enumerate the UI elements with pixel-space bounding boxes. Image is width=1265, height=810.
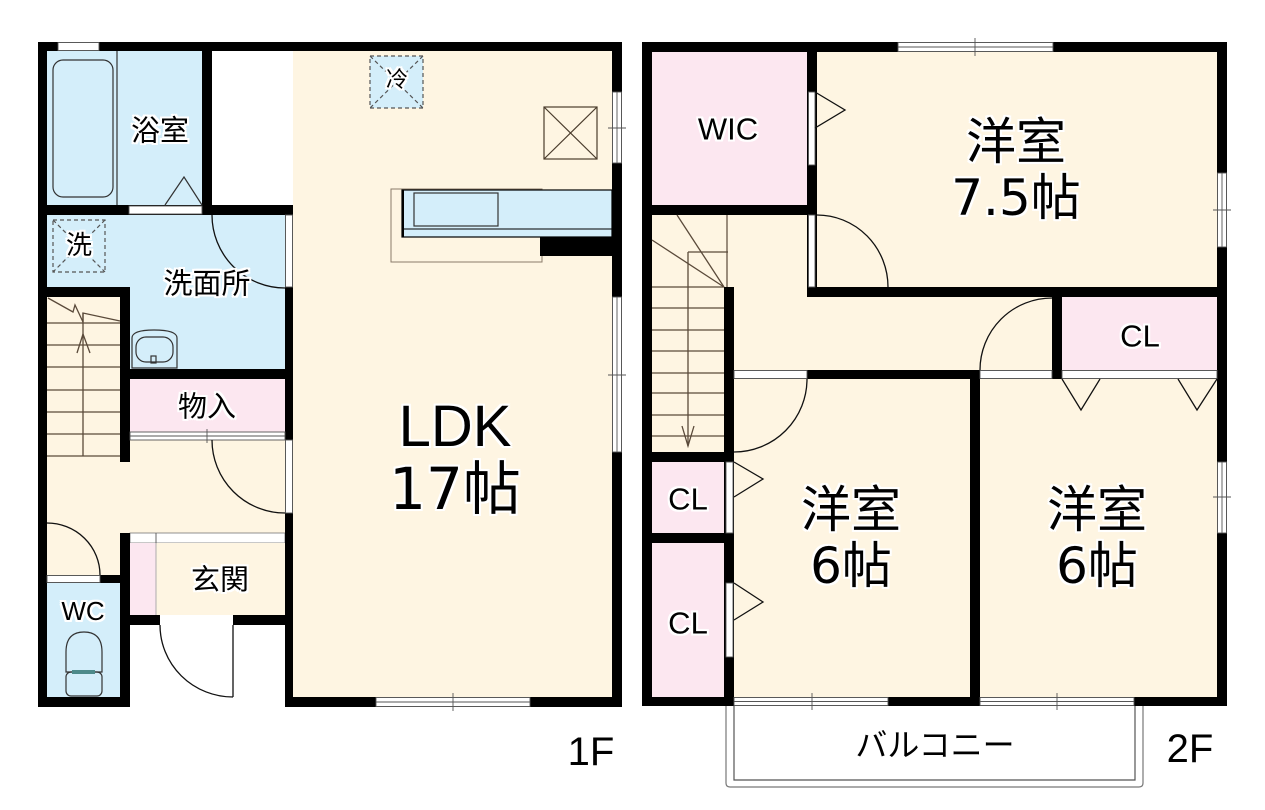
walls-2f [642, 42, 1227, 706]
room-label-washer: 洗 [65, 231, 93, 261]
entrance-step [129, 532, 286, 544]
closet-west-upper-door-opening [725, 461, 734, 534]
kitchen-wall-block [540, 237, 622, 256]
room-southwest-door-opening [733, 370, 808, 379]
room-north-window-top [897, 38, 1054, 56]
room-southeast-door-swing [979, 297, 1053, 371]
stairs-2f-icon [651, 214, 728, 449]
room-north-window-east [1213, 172, 1231, 248]
room-label-washroom: 洗面所 [163, 266, 251, 301]
bathtub-icon [52, 59, 114, 198]
pantry-box-icon [543, 106, 598, 160]
ldk-door-opening [285, 439, 293, 514]
ldk-name: LDK [398, 394, 512, 459]
room-label-western-room-north: 洋室 7.5帖 [951, 114, 1081, 226]
western-room-north-name: 洋室 [966, 113, 1066, 171]
stairs-1f-icon [47, 297, 121, 457]
ldk-floor [293, 51, 612, 697]
ldk-window-east-2 [608, 296, 626, 453]
kitchen-counter-icon [390, 188, 622, 263]
room-label-entrance: 玄関 [190, 562, 250, 597]
western-room-southwest-floor [734, 379, 970, 697]
closet-west-lower-floor [652, 543, 724, 697]
fridge-space-icon [369, 55, 424, 109]
room-label-western-room-southwest: 洋室 6帖 [801, 482, 901, 594]
hallway-1f-floor-west [47, 533, 120, 575]
wc-door-swing [46, 522, 101, 576]
bath-window [57, 42, 100, 51]
room-southeast-window-south [979, 693, 1135, 710]
balcony-outline [725, 706, 1144, 788]
room-north-door-swing [816, 214, 889, 288]
room-southeast-window-east [1213, 461, 1231, 534]
closet-west-upper-floor [652, 462, 724, 533]
bath-door-icon [164, 175, 203, 206]
room-southwest-window-south [733, 693, 889, 710]
arrow-up-icon [76, 331, 91, 354]
room-label-wic: WIC [697, 111, 759, 147]
western-room-north-size: 7.5帖 [951, 169, 1081, 227]
washroom-door-opening [285, 214, 293, 288]
western-room-southwest-size: 6帖 [810, 537, 892, 595]
room-label-storage: 物入 [177, 389, 237, 424]
washer-space-icon [52, 219, 106, 273]
arrow-down-icon [681, 425, 695, 449]
ldk-window-east-1 [608, 91, 626, 164]
front-door-opening [160, 615, 233, 625]
front-door-icon [159, 624, 234, 698]
western-room-southwest-name: 洋室 [801, 481, 901, 539]
washroom-floor [47, 215, 285, 369]
room-label-closet-west-lower: CL [668, 605, 708, 641]
closet-north-door-icon-2 [1177, 378, 1218, 412]
wash-basin-icon [131, 329, 178, 369]
western-room-southeast-size: 6帖 [1056, 537, 1138, 595]
wc-floor [47, 583, 120, 697]
storage-floor [130, 379, 285, 432]
room-north-door-opening [808, 214, 816, 288]
hall-door-swing [211, 439, 286, 514]
closet-north-door-opening [1061, 370, 1218, 379]
western-room-southeast-name: 洋室 [1047, 481, 1147, 539]
room-label-ldk: LDK 17帖 [389, 394, 521, 523]
room-label-bath: 浴室 [130, 113, 190, 148]
room-southwest-door-swing [733, 378, 808, 453]
floor-label-1f: 1F [567, 730, 615, 774]
toilet-icon [65, 631, 103, 697]
floor-label-2f: 2F [1166, 727, 1214, 771]
storage-sliding-door [129, 429, 286, 443]
wc-door-opening [46, 575, 101, 583]
bath-door-opening [128, 205, 203, 215]
room-label-closet-west-upper: CL [668, 481, 708, 517]
ldk-window-south [375, 693, 531, 711]
fridge-label: 冷 [385, 68, 409, 93]
wic-door-opening [808, 91, 816, 166]
wic-door-icon [814, 91, 847, 129]
closet-west-lower-door-icon [733, 582, 765, 621]
room-label-toilet: WC [61, 596, 105, 626]
stairs-break-line [47, 297, 121, 323]
room-label-balcony: バルコニー [855, 726, 1015, 764]
ldk-size: 17帖 [389, 455, 521, 523]
room-label-closet-north: CL [1120, 318, 1160, 354]
washroom-door-swing [211, 214, 286, 289]
floor-1f [38, 42, 626, 711]
bath-floor [47, 51, 202, 205]
closet-north-floor [1062, 297, 1217, 370]
room-label-western-room-southeast: 洋室 6帖 [1047, 482, 1147, 594]
closet-west-upper-door-icon [733, 461, 765, 498]
floor-2f [642, 38, 1231, 788]
wic-floor [652, 52, 807, 205]
closet-north-door-icon-1 [1061, 378, 1101, 412]
entrance-floor [156, 543, 285, 615]
western-room-southeast-floor [980, 379, 1217, 697]
room-southeast-door-opening [979, 370, 1053, 379]
closet-west-lower-door-opening [725, 582, 734, 658]
shoe-cabinet [130, 543, 156, 615]
